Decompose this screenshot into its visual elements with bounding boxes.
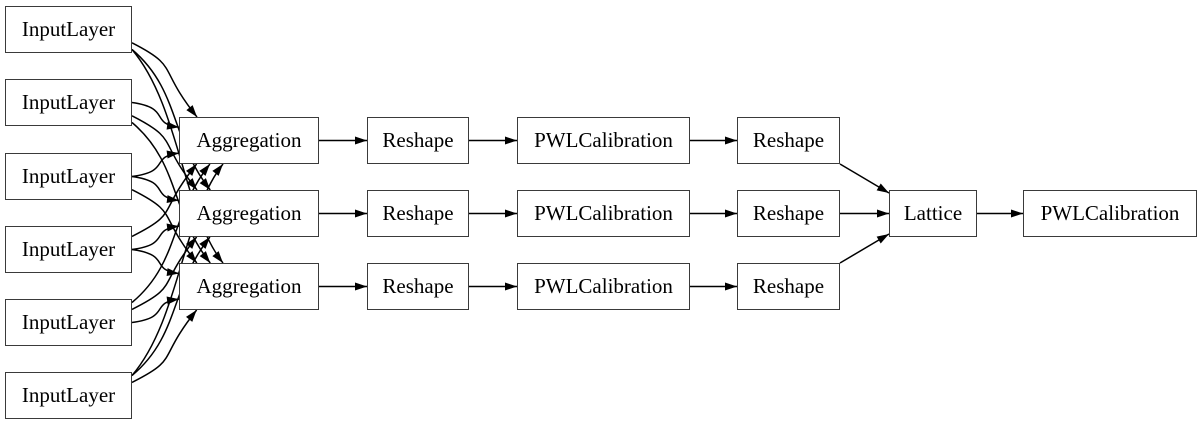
edge-line (131, 115, 198, 191)
edge-arrowhead (725, 209, 737, 218)
edge-arrowhead (355, 136, 367, 145)
edge-line (131, 121, 211, 264)
node-inputlayer-6: InputLayer (5, 372, 132, 419)
edge-arrowhead (186, 310, 197, 322)
edge-line (131, 225, 180, 251)
edge-arrowhead (877, 209, 889, 218)
edge-arrowhead (199, 178, 211, 190)
node-pwlcalibration-final: PWLCalibration (1023, 190, 1197, 237)
edge-arrowhead (1011, 209, 1023, 218)
edge-arrowhead (876, 183, 889, 193)
edge-arrowhead (355, 209, 367, 218)
edge-line (131, 248, 180, 275)
edge-line (131, 42, 198, 118)
edge-arrowhead (212, 164, 223, 176)
node-inputlayer-1: InputLayer (5, 6, 132, 53)
edge-arrowhead (186, 105, 197, 117)
edge-line (131, 101, 180, 128)
node-aggregation-1: Aggregation (179, 117, 319, 164)
node-pwlcalibration-3: PWLCalibration (517, 263, 690, 310)
edge-arrowhead (505, 282, 517, 291)
node-reshape-left-3: Reshape (367, 263, 469, 310)
edge-line (131, 236, 211, 377)
edge-line (131, 298, 180, 324)
edge-line (131, 163, 198, 238)
edge-arrowhead (725, 282, 737, 291)
node-pwlcalibration-1: PWLCalibration (517, 117, 690, 164)
node-reshape-left-2: Reshape (367, 190, 469, 237)
edge-arrowhead (199, 164, 210, 176)
edge-arrowhead (186, 251, 197, 263)
edge-arrowhead (186, 237, 197, 249)
edge-arrowhead (212, 251, 223, 263)
edge-line (131, 152, 180, 178)
edge-arrowhead (166, 150, 179, 159)
node-inputlayer-2: InputLayer (5, 79, 132, 126)
edge-arrowhead (166, 121, 179, 130)
edge-arrowhead (505, 209, 517, 218)
edge-arrowhead (876, 234, 889, 244)
edge-line (131, 163, 211, 304)
edge-line (131, 309, 198, 384)
edge-arrowhead (166, 223, 179, 232)
node-reshape-right-2: Reshape (737, 190, 840, 237)
edge-arrowhead (199, 237, 210, 249)
node-inputlayer-5: InputLayer (5, 299, 132, 346)
node-inputlayer-3: InputLayer (5, 153, 132, 200)
node-inputlayer-4: InputLayer (5, 226, 132, 273)
edge-arrowhead (355, 282, 367, 291)
node-reshape-right-1: Reshape (737, 117, 840, 164)
node-aggregation-3: Aggregation (179, 263, 319, 310)
edge-arrowhead (199, 251, 211, 263)
node-lattice: Lattice (889, 190, 977, 237)
node-pwlcalibration-2: PWLCalibration (517, 190, 690, 237)
node-aggregation-2: Aggregation (179, 190, 319, 237)
edge-arrowhead (505, 136, 517, 145)
edge-line (131, 48, 211, 191)
edge-line (131, 175, 180, 202)
edge-arrowhead (186, 164, 197, 176)
node-reshape-left-1: Reshape (367, 117, 469, 164)
edge-arrowhead (725, 136, 737, 145)
node-reshape-right-3: Reshape (737, 263, 840, 310)
